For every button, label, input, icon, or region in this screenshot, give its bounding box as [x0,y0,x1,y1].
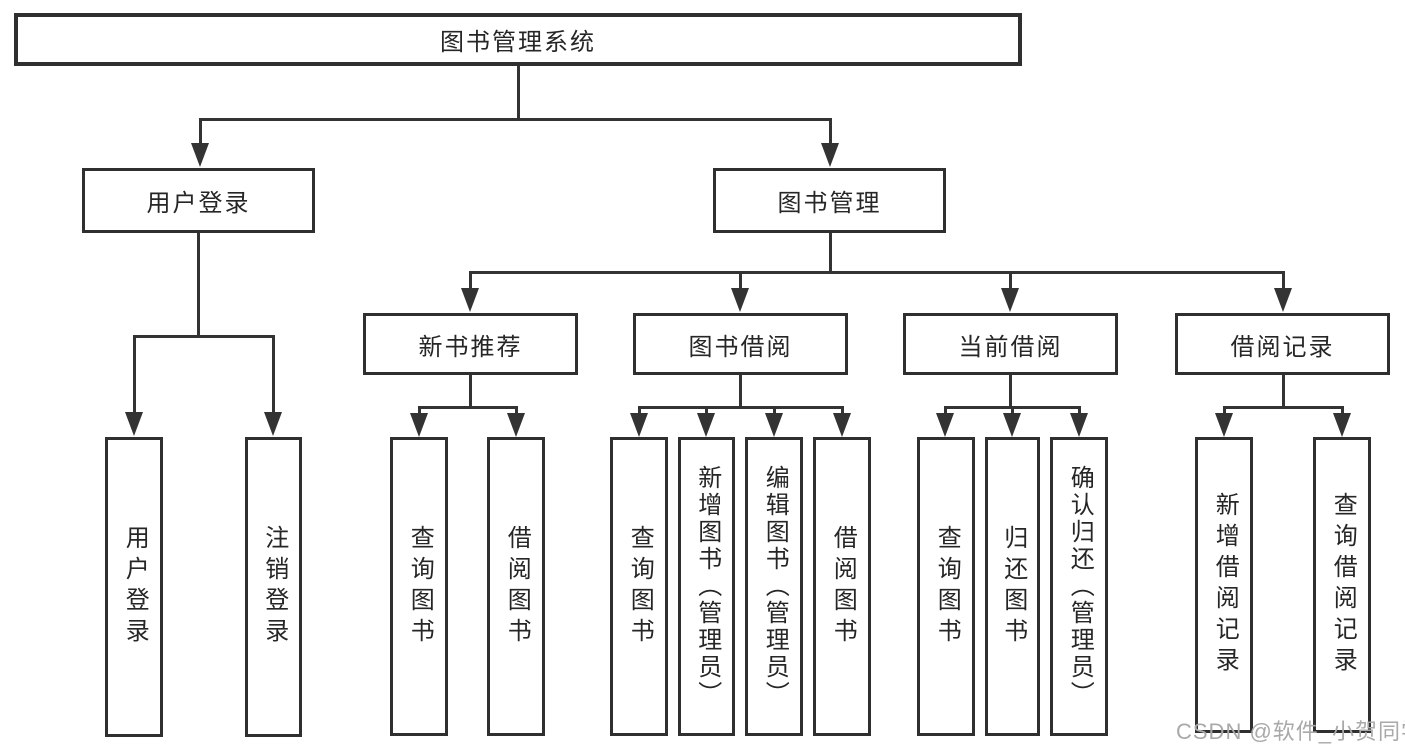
connector-arrowhead [765,413,783,437]
leaf-query-books-recommend: 查询图书 [390,437,448,736]
connector-level2-bar [198,118,832,121]
connector-shaft [468,274,472,290]
connector-arrowhead [1274,288,1292,312]
node-book-management: 图书管理 [713,168,946,233]
connector-arrowhead [507,413,525,437]
node-book-borrow: 图书借阅 [633,313,848,375]
connector-currentborrow-bar [943,406,1081,409]
node-user-login: 用户登录 [82,168,315,233]
leaf-query-borrow-record: 查询借阅记录 [1313,437,1371,733]
connector-categories-bar [468,271,1285,274]
connector-shaft [1077,409,1081,415]
connector-shaft [1340,409,1344,415]
connector-arrowhead [1215,413,1233,437]
connector-bookmgmt-stem [828,233,832,274]
leaf-edit-book-admin: 编辑图书（管理员） [745,437,803,736]
leaf-label: 查询图书 [406,524,434,649]
leaf-add-borrow-record: 新增借阅记录 [1195,437,1253,733]
leaf-label: 借阅图书 [503,524,531,649]
leaf-logout: 注销登录 [245,437,302,737]
node-root: 图书管理系统 [14,13,1022,66]
connector-shaft [840,409,844,415]
connector-arrowhead [264,412,282,436]
connector-userlogin-stem [196,233,200,338]
connector-shaft [271,338,275,414]
leaf-label: 用户登录 [121,525,149,649]
connector-shaft [772,409,776,415]
leaf-label: 编辑图书（管理员） [761,465,789,708]
leaf-label: 确认归还（管理员） [1066,465,1094,708]
connector-newbooks-bar [417,406,518,409]
connector-arrowhead [1333,413,1351,437]
connector-bookborrow-bar [637,406,844,409]
leaf-borrow-books-recommend: 借阅图书 [487,437,545,736]
connector-bookborrow-stem [738,375,742,409]
connector-shaft [637,409,641,415]
connector-arrowhead [936,413,954,437]
leaf-label: 查询图书 [933,524,961,649]
node-current-borrow: 当前借阅 [903,313,1118,375]
connector-shaft [704,409,708,415]
connector-borrowrecords-stem [1281,375,1285,409]
leaf-label: 查询借阅记录 [1329,492,1357,678]
connector-arrowhead [1003,413,1021,437]
connector-arrowhead [697,413,715,437]
leaf-query-books-borrow: 查询图书 [610,437,668,736]
connector-arrowhead [410,413,428,437]
connector-shaft [1281,274,1285,290]
leaf-user-login: 用户登录 [105,437,163,737]
node-new-book-recommend: 新书推荐 [363,313,578,375]
leaf-label: 借阅图书 [829,524,857,649]
connector-arrowhead [630,413,648,437]
connector-arrowhead [461,288,479,312]
connector-shaft [1222,409,1226,415]
csdn-watermark: CSDN @软件_小贺同学 [1176,719,1405,744]
connector-arrowhead [833,413,851,437]
connector-shaft [943,409,947,415]
leaf-label: 新增图书（管理员） [693,465,721,708]
connector-arrowhead [731,288,749,312]
connector-root-stem [516,66,520,121]
connector-currentborrow-stem [1008,375,1012,409]
leaf-query-books-current: 查询图书 [917,437,975,736]
connector-arrowhead [125,412,143,436]
connector-arrowhead [1001,288,1019,312]
connector-arrowhead [821,143,839,167]
connector-shaft [198,121,202,144]
leaf-add-book-admin: 新增图书（管理员） [678,437,735,736]
leaf-label: 查询图书 [626,524,654,649]
connector-newbooks-stem [468,375,472,409]
connector-userlogin-bar [132,335,275,338]
leaf-label: 归还图书 [999,524,1027,649]
connector-shaft [828,121,832,144]
leaf-label: 注销登录 [260,525,288,649]
connector-shaft [417,409,421,415]
connector-shaft [738,274,742,290]
connector-arrowhead [191,143,209,167]
leaf-borrow-books: 借阅图书 [813,437,871,736]
connector-shaft [132,338,136,414]
leaf-confirm-return-admin: 确认归还（管理员） [1050,437,1108,736]
connector-shaft [1008,274,1012,290]
connector-shaft [514,409,518,415]
connector-shaft [1010,409,1014,415]
leaf-return-book: 归还图书 [985,437,1040,736]
node-borrow-records: 借阅记录 [1175,313,1390,375]
connector-arrowhead [1070,413,1088,437]
leaf-label: 新增借阅记录 [1211,492,1239,678]
connector-borrowrecords-bar [1222,406,1344,409]
